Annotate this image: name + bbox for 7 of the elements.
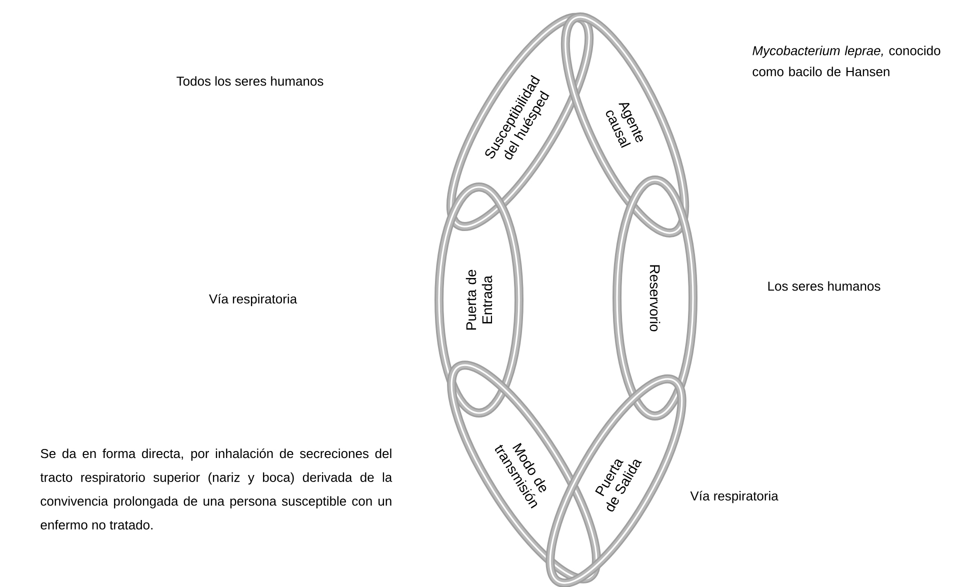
description-text: Mycobacterium leprae, conocido como bacilo de Hansen <box>752 46 940 76</box>
description-text: Vía respiratoria <box>209 294 298 306</box>
description-text: Todos los seres humanos <box>176 76 324 86</box>
chain-link: Reservorio <box>612 176 698 420</box>
description-text: Los seres humanos <box>768 281 880 291</box>
description-text: Se da en forma directa, por inhalación de secreciones del tracto respiratorio superior (nariz y boca) derivada de la convivencia prolongada de una persona susceptible con un enfermo no tratado. <box>40 448 392 530</box>
chain-link: Puerta de Entrada <box>434 182 524 418</box>
